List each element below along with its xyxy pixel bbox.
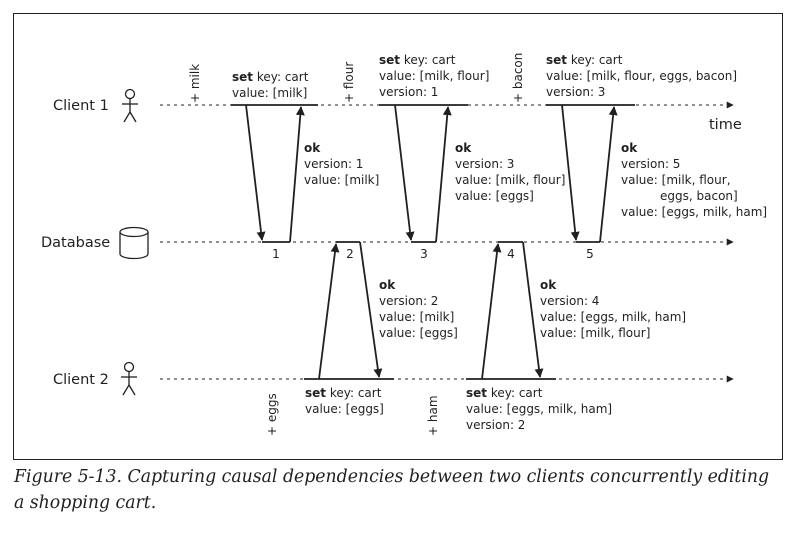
db-version-1: 1	[272, 247, 280, 261]
db-version-5: 5	[586, 247, 594, 261]
request-value: value: [milk]	[232, 86, 307, 100]
db-version-2: 2	[346, 247, 354, 261]
response-label-3: ok version: 5 value: [milk, flour, eggs,…	[621, 141, 767, 219]
response-line: value: [eggs, milk, ham]	[621, 205, 767, 219]
svg-text:set key: cart: set key: cart	[466, 386, 543, 400]
request-key: key: cart	[326, 386, 382, 400]
response-line: version: 3	[455, 157, 514, 171]
client2-person-icon	[121, 361, 137, 396]
response-arrow-5	[522, 241, 544, 378]
ok-keyword: ok	[379, 278, 396, 292]
response-label-4: ok version: 2 value: [milk] value: [eggs…	[379, 278, 458, 340]
request-arrow-2	[394, 104, 415, 241]
edit-flour-label: + flour	[342, 62, 356, 103]
ok-keyword: ok	[621, 141, 638, 155]
svg-text:set key: cart: set key: cart	[305, 386, 382, 400]
database-label: Database	[41, 235, 110, 251]
request-label-5: set key: cart value: [eggs, milk, ham] v…	[466, 386, 612, 432]
request-version: version: 2	[466, 418, 525, 432]
svg-text:set key: cart: set key: cart	[232, 70, 309, 84]
set-keyword: set	[546, 53, 567, 67]
set-keyword: set	[379, 53, 400, 67]
response-line: value: [eggs, milk, ham]	[540, 310, 686, 324]
edit-ham-label: + ham	[426, 395, 440, 436]
response-line: version: 5	[621, 157, 680, 171]
db-version-3: 3	[420, 247, 428, 261]
client2-label: Client 2	[53, 372, 109, 388]
response-line: value: [milk, flour,	[621, 173, 731, 187]
response-line: value: [milk]	[379, 310, 454, 324]
database-icon	[119, 226, 149, 260]
client1-person-icon	[122, 88, 138, 123]
edit-bacon-label: + bacon	[511, 53, 525, 103]
response-label-2: ok version: 3 value: [milk, flour] value…	[455, 141, 565, 203]
request-label-2: set key: cart value: [milk, flour] versi…	[379, 53, 489, 99]
request-key: key: cart	[567, 53, 623, 67]
response-line: version: 2	[379, 294, 438, 308]
request-value: value: [eggs]	[305, 402, 384, 416]
ok-keyword: ok	[304, 141, 321, 155]
response-label-1: ok version: 1 value: [milk]	[304, 141, 379, 187]
ok-keyword: ok	[455, 141, 472, 155]
request-version: version: 1	[379, 85, 438, 99]
request-key: key: cart	[400, 53, 456, 67]
response-line: version: 4	[540, 294, 599, 308]
request-label-3: set key: cart value: [milk, flour, eggs,…	[546, 53, 737, 99]
set-keyword: set	[466, 386, 487, 400]
ok-keyword: ok	[540, 278, 557, 292]
svg-text:set key: cart: set key: cart	[379, 53, 456, 67]
svg-text:set key: cart: set key: cart	[546, 53, 623, 67]
request-arrow-5	[481, 243, 502, 380]
set-keyword: set	[232, 70, 253, 84]
sequence-diagram: Client 1 Database Client 2 time	[41, 53, 767, 436]
response-line: version: 1	[304, 157, 363, 171]
request-arrow-4	[318, 243, 340, 380]
response-label-5: ok version: 4 value: [eggs, milk, ham] v…	[540, 278, 686, 340]
response-arrow-4	[359, 241, 383, 378]
response-arrow-1	[289, 106, 305, 243]
time-label: time	[709, 117, 742, 133]
response-arrow-2	[435, 106, 452, 243]
request-value: value: [eggs, milk, ham]	[466, 402, 612, 416]
db-version-4: 4	[507, 247, 515, 261]
request-label-1: set key: cart value: [milk]	[232, 70, 309, 100]
request-key: key: cart	[253, 70, 309, 84]
request-value: value: [milk, flour]	[379, 69, 489, 83]
request-version: version: 3	[546, 85, 605, 99]
edit-milk-label: + milk	[188, 64, 202, 103]
figure-caption: Figure 5-13. Capturing causal dependenci…	[14, 467, 770, 513]
client1-label: Client 1	[53, 98, 109, 114]
figure-frame	[13, 13, 783, 460]
response-line: value: [milk, flour]	[540, 326, 650, 340]
edit-eggs-label: + eggs	[265, 393, 279, 436]
response-line: value: [eggs]	[455, 189, 534, 203]
request-label-4: set key: cart value: [eggs]	[305, 386, 384, 416]
request-arrow-3	[561, 104, 580, 241]
request-arrow-1	[245, 104, 266, 241]
set-keyword: set	[305, 386, 326, 400]
request-key: key: cart	[487, 386, 543, 400]
response-line: value: [eggs]	[379, 326, 458, 340]
response-line: eggs, bacon]	[660, 189, 738, 203]
request-value: value: [milk, flour, eggs, bacon]	[546, 69, 737, 83]
response-line: value: [milk, flour]	[455, 173, 565, 187]
response-arrow-3	[599, 106, 618, 243]
response-line: value: [milk]	[304, 173, 379, 187]
